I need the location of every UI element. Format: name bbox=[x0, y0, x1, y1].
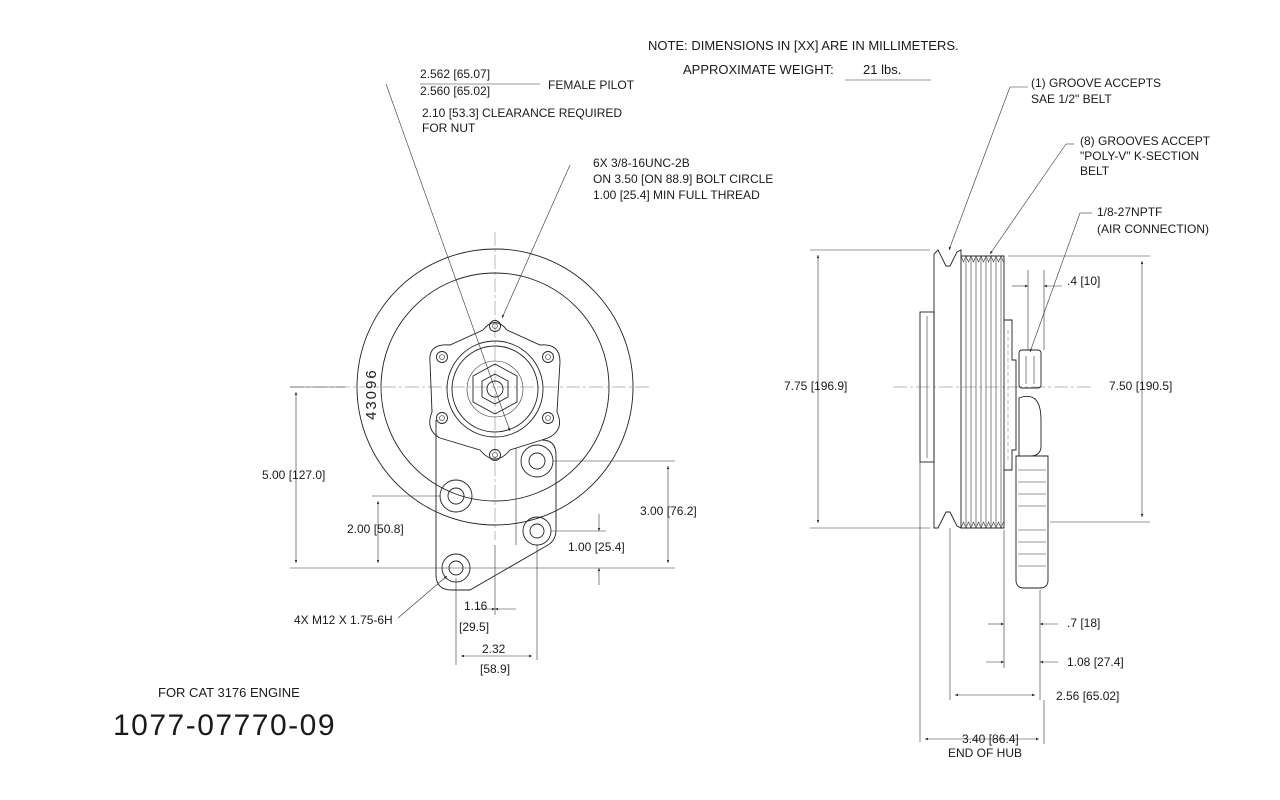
female-pilot-label: FEMALE PILOT bbox=[548, 78, 635, 92]
dim-0-7: .7 [18] bbox=[1067, 616, 1100, 630]
hub-outer-circle bbox=[446, 340, 544, 438]
hub-hex-nut bbox=[472, 363, 518, 415]
bolt-spec-line-1: 6X 3/8-16UNC-2B bbox=[593, 156, 690, 170]
air-connection-fitting bbox=[1018, 349, 1042, 389]
back-plate bbox=[919, 311, 935, 463]
bolt-spec-line-3: 1.00 [25.4] MIN FULL THREAD bbox=[593, 188, 760, 202]
bracket-ear bbox=[1015, 455, 1049, 589]
bracket-ribs bbox=[1018, 469, 1046, 567]
dim-7-75: 7.75 [196.9] bbox=[784, 379, 847, 393]
pulley-outer-rim bbox=[356, 248, 634, 526]
dim-3-00: 3.00 [76.2] bbox=[640, 504, 697, 518]
note-dimensions: NOTE: DIMENSIONS IN [XX] ARE IN MILLIMET… bbox=[648, 38, 959, 53]
hub-hex-inner bbox=[481, 373, 509, 405]
dim-0-4: .4 [10] bbox=[1067, 274, 1100, 288]
part-number: 1077-07770-09 bbox=[113, 709, 336, 742]
note-weight-value: 21 lbs. bbox=[863, 62, 901, 77]
bolt-spec-line-2: ON 3.50 [ON 88.9] BOLT CIRCLE bbox=[593, 172, 773, 186]
hub-center-bore bbox=[486, 380, 504, 398]
note-weight-label: APPROXIMATE WEIGHT: bbox=[683, 62, 834, 77]
dim-2-00: 2.00 [50.8] bbox=[347, 522, 404, 536]
pilot-max: 2.562 [65.07] bbox=[420, 67, 490, 81]
dim-1-16-mm: [29.5] bbox=[459, 620, 489, 634]
air-line-2: (AIR CONNECTION) bbox=[1097, 222, 1209, 236]
side-dimension-lines bbox=[810, 249, 1150, 744]
mount-boss-upper-left bbox=[439, 479, 473, 513]
hub-plate bbox=[429, 322, 561, 460]
mount-boss-lower-right bbox=[522, 516, 552, 546]
pulley-inner-rim bbox=[380, 272, 610, 502]
hub-pilot-circle bbox=[451, 345, 539, 433]
groove8-line-3: BELT bbox=[1080, 164, 1110, 178]
groove8-line-2: "POLY-V" K-SECTION bbox=[1080, 149, 1199, 163]
piston-housing bbox=[1018, 395, 1042, 457]
groove1-line-1: (1) GROOVE ACCEPTS bbox=[1031, 76, 1161, 90]
pilot-min: 2.560 [65.02] bbox=[420, 84, 490, 98]
dim-2-32: 2.32 bbox=[482, 642, 506, 656]
bolt-holes bbox=[436, 320, 554, 461]
poly-v-section bbox=[961, 255, 1005, 529]
dim-5-00: 5.00 [127.0] bbox=[262, 468, 325, 482]
dim-1-00: 1.00 [25.4] bbox=[568, 540, 625, 554]
mount-hole-upper-left bbox=[447, 487, 465, 505]
dim-2-32-mm: [58.9] bbox=[480, 662, 510, 676]
sae-groove-section bbox=[933, 249, 962, 529]
pulley-mark: 43096 bbox=[363, 368, 380, 420]
clearance-line-1: 2.10 [53.3] CLEARANCE REQUIRED bbox=[422, 106, 622, 120]
dim-7-50: 7.50 [190.5] bbox=[1109, 379, 1172, 393]
poly-v-ribs bbox=[960, 255, 1004, 529]
mount-hole-lower-right bbox=[529, 523, 545, 539]
groove1-line-2: SAE 1/2" BELT bbox=[1031, 92, 1112, 106]
end-of-hub-label: END OF HUB bbox=[948, 746, 1022, 760]
clearance-line-2: FOR NUT bbox=[422, 121, 476, 135]
side-leaders bbox=[948, 86, 1092, 353]
dim-1-08: 1.08 [27.4] bbox=[1067, 655, 1124, 669]
mount-boss-upper-right bbox=[520, 444, 554, 478]
hub-side-profile bbox=[1004, 319, 1017, 471]
front-view: 43096 bbox=[290, 232, 650, 591]
groove8-line-1: (8) GROOVES ACCEPT bbox=[1080, 134, 1211, 148]
engine-label: FOR CAT 3176 ENGINE bbox=[158, 685, 300, 700]
dim-3-40: 3.40 [86.4] bbox=[962, 732, 1019, 746]
dim-1-16: 1.16 bbox=[464, 599, 488, 613]
mount-hole-upper-right bbox=[528, 452, 546, 470]
air-line-1: 1/8-27NPTF bbox=[1097, 205, 1162, 219]
mount-holes-label: 4X M12 X 1.75-6H bbox=[294, 613, 393, 627]
side-view bbox=[893, 249, 1092, 742]
front-leaders bbox=[385, 83, 571, 619]
dim-2-56: 2.56 [65.02] bbox=[1056, 689, 1119, 703]
front-dimension-lines bbox=[290, 386, 675, 665]
hub-nut-clearance bbox=[466, 360, 524, 418]
mounting-bracket bbox=[435, 420, 557, 591]
